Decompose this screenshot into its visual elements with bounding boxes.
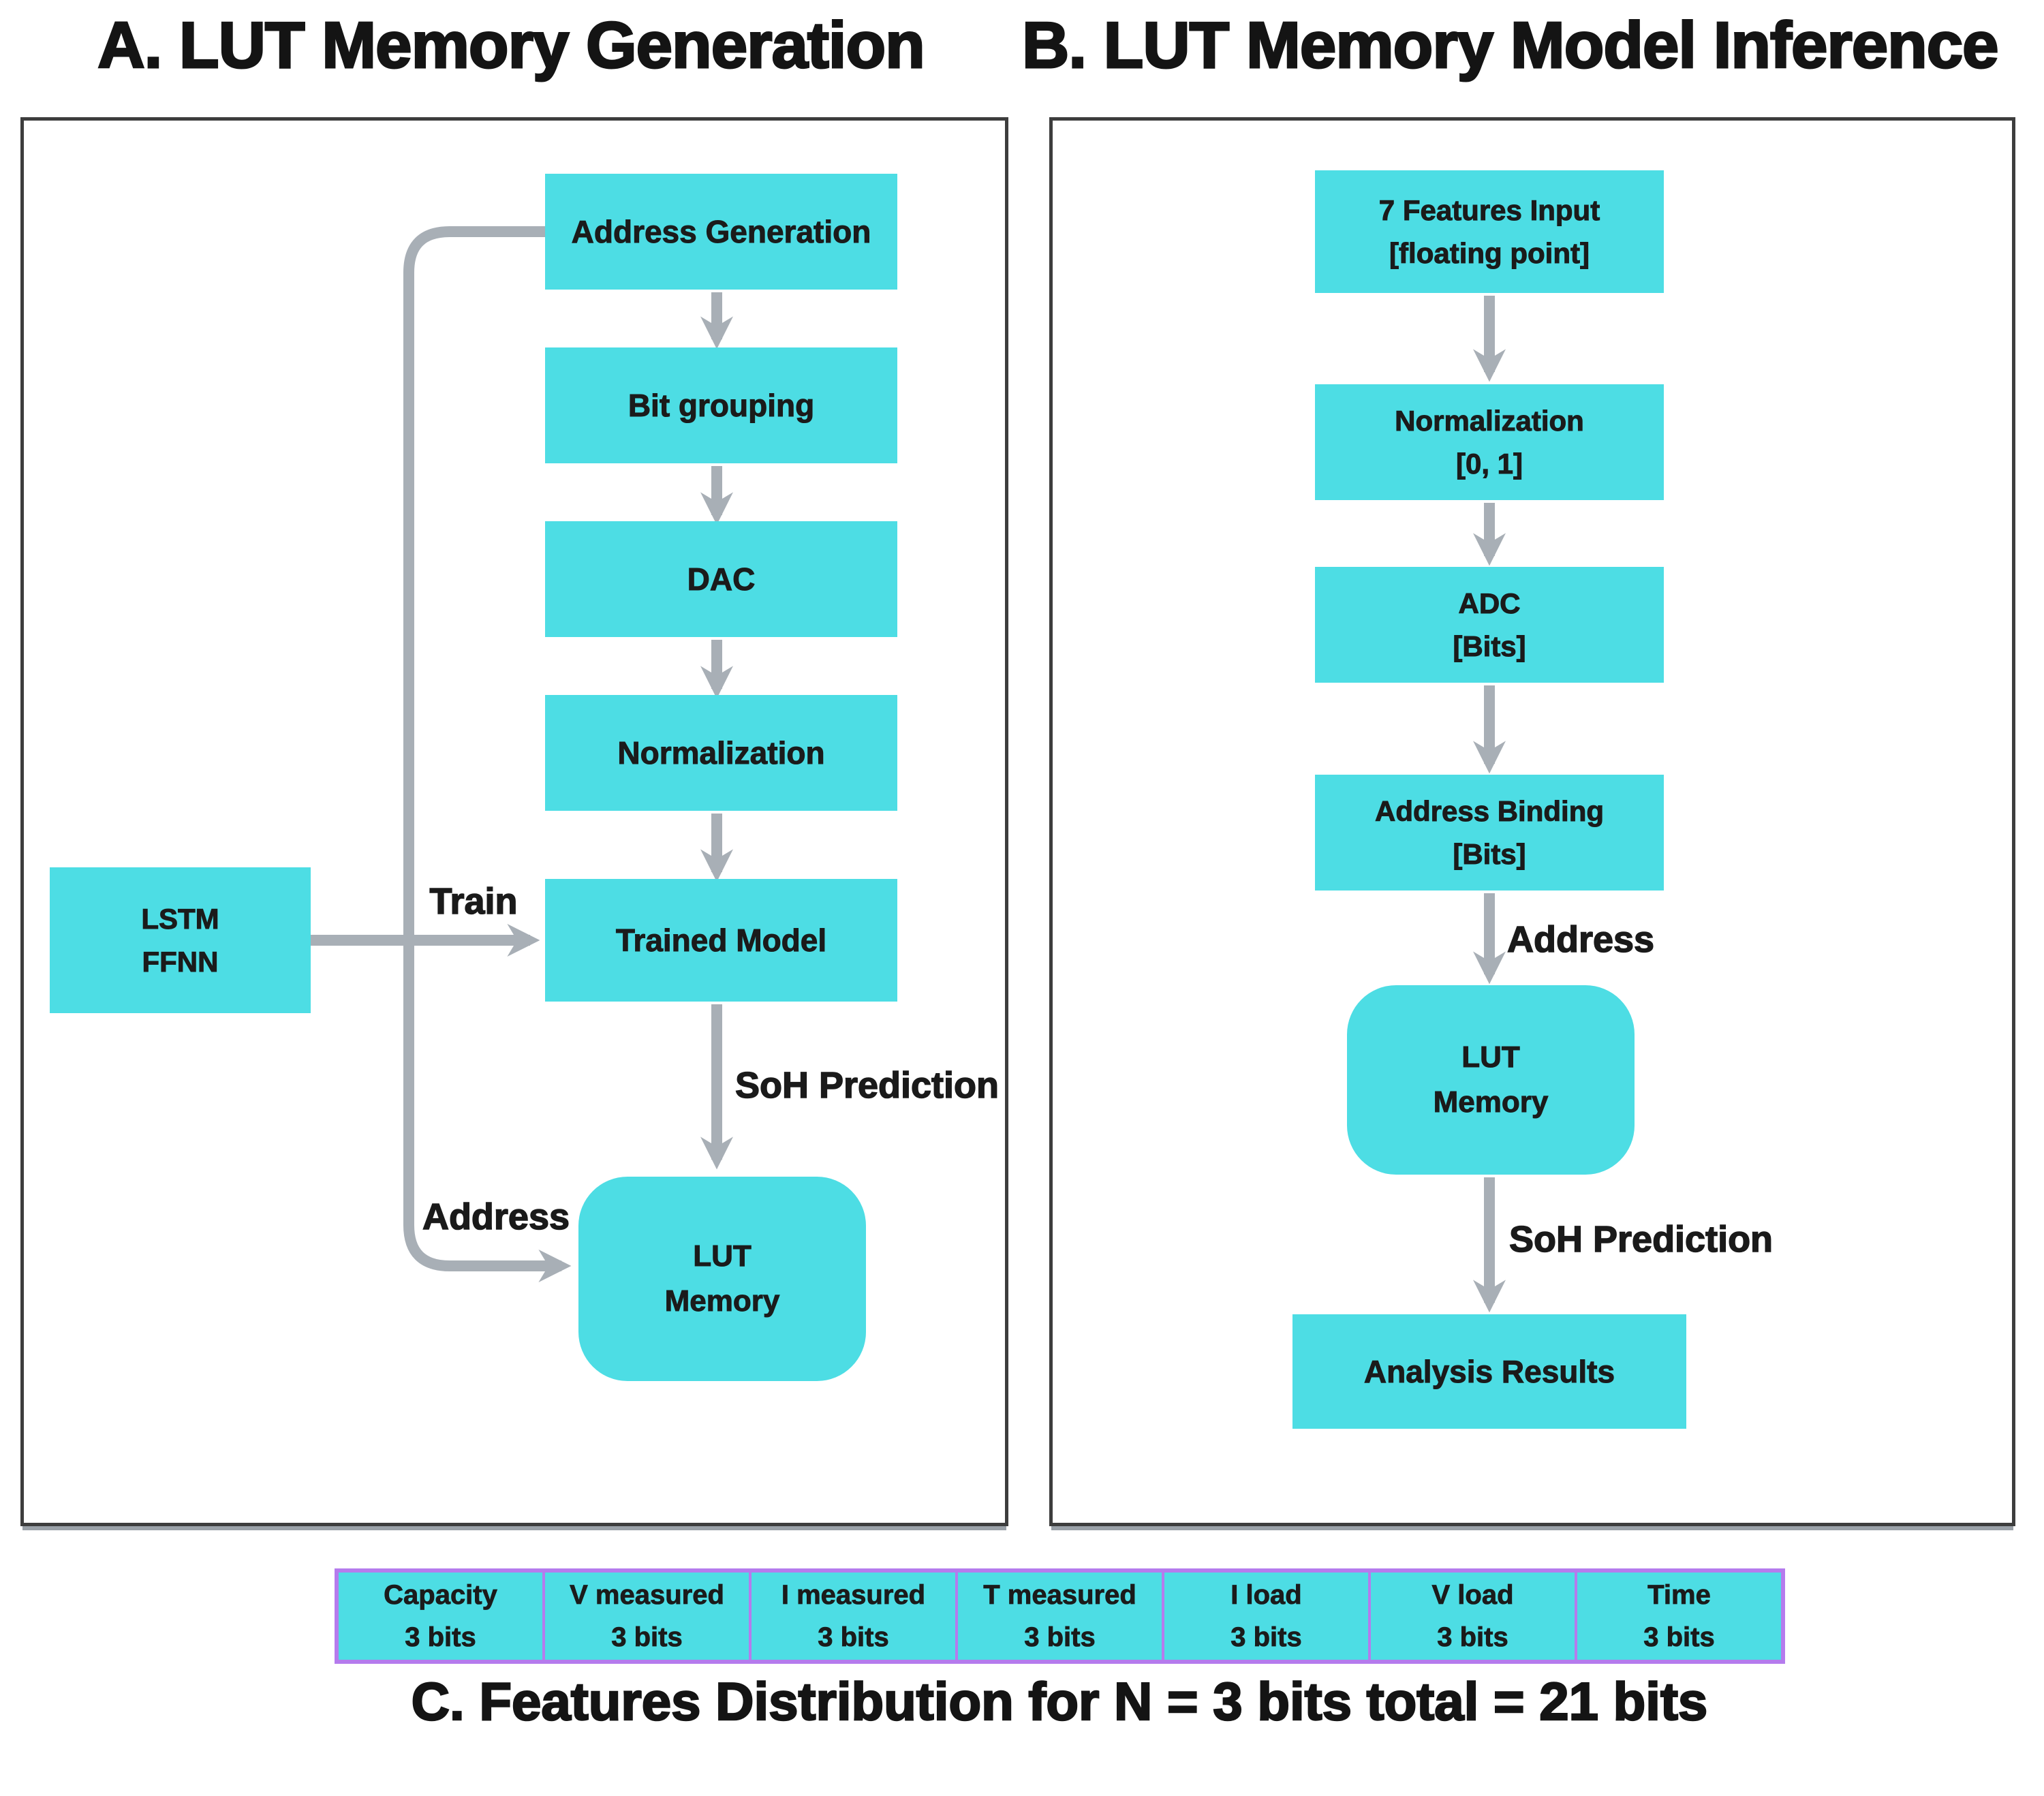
node-normalization-b: Normalization [0, 1]: [1315, 384, 1664, 500]
node-address-generation: Address Generation: [545, 174, 897, 290]
caption-features-distribution: C. Features Distribution for N = 3 bits …: [410, 1671, 1708, 1733]
feature-cell-capacity: Capacity 3 bits: [339, 1573, 545, 1660]
feature-cell-time: Time 3 bits: [1577, 1573, 1781, 1660]
node-features-input: 7 Features Input [floating point]: [1315, 170, 1664, 293]
node-bit-grouping: Bit grouping: [545, 347, 897, 463]
node-lstm-ffnn: LSTM FFNN: [50, 867, 311, 1013]
node-adc: ADC [Bits]: [1315, 567, 1664, 683]
feature-cell-v-measured: V measured 3 bits: [545, 1573, 752, 1660]
feature-cell-i-load: I load 3 bits: [1164, 1573, 1371, 1660]
node-lut-memory-a: LUT Memory: [578, 1177, 866, 1381]
feature-cell-i-measured: I measured 3 bits: [752, 1573, 958, 1660]
node-dac: DAC: [545, 521, 897, 637]
panel-a-title: A. LUT Memory Generation: [97, 8, 927, 83]
node-address-binding: Address Binding [Bits]: [1315, 775, 1664, 891]
node-lut-memory-b: LUT Memory: [1347, 985, 1635, 1175]
node-trained-model: Trained Model: [545, 879, 897, 1002]
edge-label-soh-prediction-a: SoH Prediction: [734, 1064, 1000, 1106]
edge-label-soh-prediction-b: SoH Prediction: [1508, 1218, 1774, 1260]
feature-cell-v-load: V load 3 bits: [1371, 1573, 1577, 1660]
node-normalization-a: Normalization: [545, 695, 897, 811]
feature-cell-t-measured: T measured 3 bits: [958, 1573, 1164, 1660]
panel-b-title: B. LUT Memory Model Inference: [1021, 8, 2000, 83]
edge-label-address-a: Address: [422, 1196, 570, 1238]
node-analysis-results: Analysis Results: [1292, 1314, 1686, 1429]
edge-label-address-b: Address: [1506, 918, 1655, 961]
features-distribution-table: Capacity 3 bits V measured 3 bits I meas…: [335, 1568, 1785, 1664]
edge-label-train: Train: [429, 880, 518, 923]
